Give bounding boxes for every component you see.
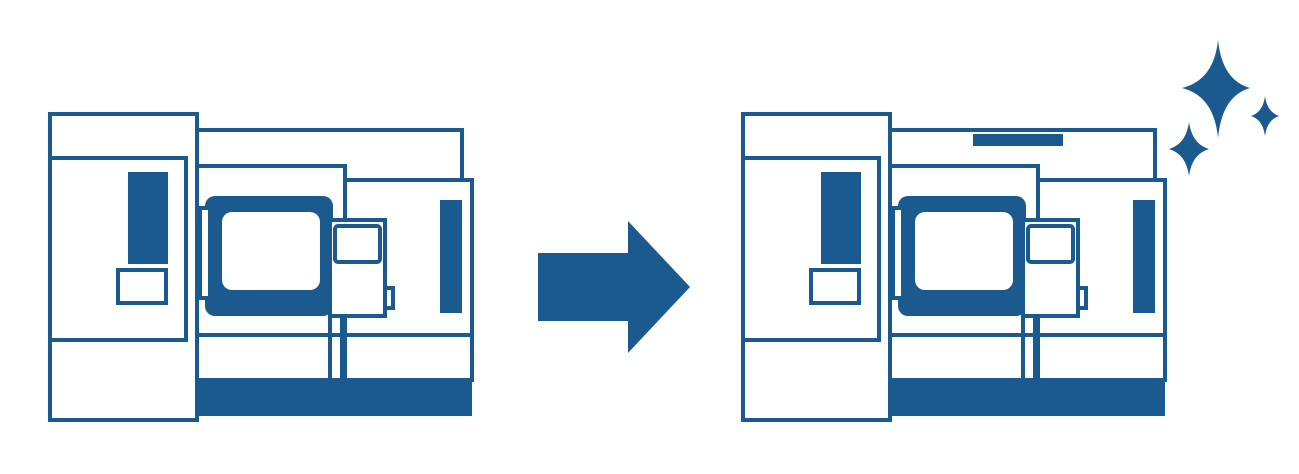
machine-before-icon — [48, 112, 474, 422]
sparkle-icon — [1169, 40, 1279, 176]
upgrade-accent-bar — [973, 134, 1063, 146]
arrow-right-icon — [538, 221, 690, 353]
machine-after-icon — [741, 112, 1167, 422]
